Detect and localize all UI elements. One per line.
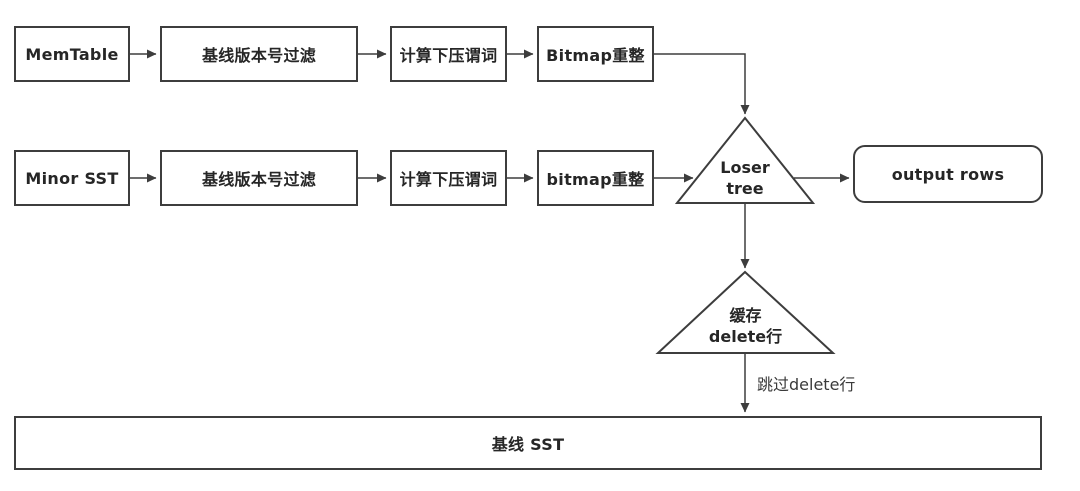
delete-cache-triangle bbox=[655, 270, 836, 354]
node-baseline-version-filter-bottom: 基线版本号过滤 bbox=[160, 150, 358, 206]
node-baseline-sst: 基线 SST bbox=[14, 416, 1042, 470]
node-bitmap-rebuild-top: Bitmap重整 bbox=[537, 26, 654, 82]
node-memtable: MemTable bbox=[14, 26, 130, 82]
loser-tree-triangle bbox=[674, 116, 816, 204]
skip-delete-rows-label: 跳过delete行 bbox=[757, 375, 856, 394]
node-minor-sst: Minor SST bbox=[14, 150, 130, 206]
arrow-bitmap-top-losertree bbox=[654, 53, 750, 115]
node-bitmap-rebuild-bottom: bitmap重整 bbox=[537, 150, 654, 206]
node-pushdown-predicate-top: 计算下压谓词 bbox=[390, 26, 507, 82]
node-pushdown-predicate-bottom: 计算下压谓词 bbox=[390, 150, 507, 206]
node-baseline-version-filter-top: 基线版本号过滤 bbox=[160, 26, 358, 82]
node-output-rows: output rows bbox=[853, 145, 1043, 203]
